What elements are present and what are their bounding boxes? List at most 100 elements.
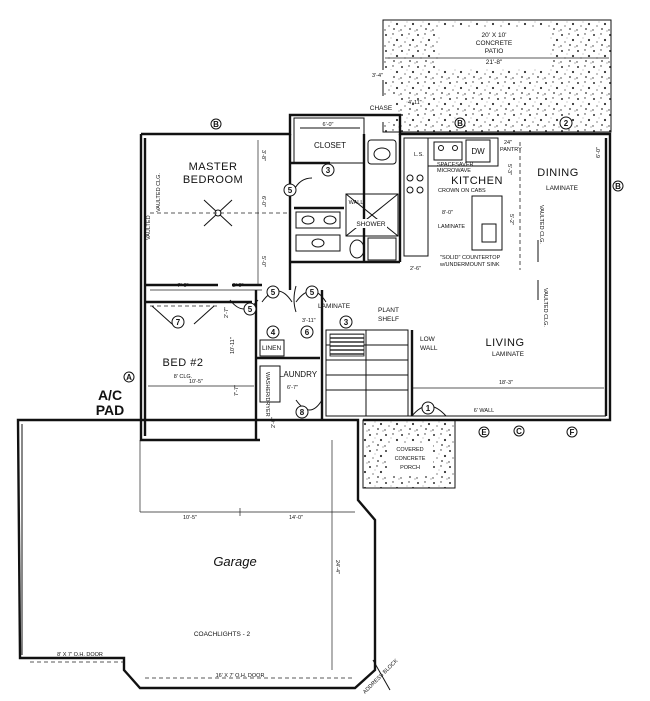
svg-text:2: 2 [564,119,569,128]
ac-label: A/C [98,387,122,403]
low-wall-label-2: WALL [420,345,438,352]
garage-dim-right: 14'-0" [289,515,303,521]
garage-dim-depth: 24'-4" [334,560,340,574]
chase-label: CHASE [370,105,393,112]
kitchen-dim-2: 5'-3" [506,164,512,175]
porch-label-2: CONCRETE [395,456,426,462]
tag-5-master: 5 [283,183,297,197]
stairs: PLANT SHELF LAMINATE 3'-11" [302,303,409,417]
dining-living: DINING LAMINATE VAULTED CLG. VAULTED CLG… [410,142,604,416]
porch-label-1: COVERED [396,447,423,453]
washer-label: WASHER/DRYER [264,372,270,417]
svg-text:8: 8 [300,408,305,417]
linen-dim: 10'-11" [230,337,236,354]
svg-text:C: C [516,427,522,436]
bed-2: BED #2 8' CLG. 10'-5" 7'-7" 2'-7" [145,290,258,440]
living-label-2: LAMINATE [492,351,525,358]
pad-label: PAD [96,402,125,418]
master-dim-1: 3'-8" [260,150,266,161]
svg-text:E: E [481,428,487,437]
tag-a-left: A [123,371,135,383]
svg-text:7: 7 [176,318,181,327]
svg-text:A: A [126,373,132,382]
master-dim-5: 2'-9" [233,283,244,289]
patio-size-label: 20' X 10' [482,32,507,39]
low-wall-label-1: LOW [420,336,436,343]
svg-text:3: 3 [344,318,349,327]
tag-2: 2 [559,116,573,130]
svg-text:1: 1 [426,404,431,413]
kitchen-dim-1: 8'-0" [442,210,453,216]
door-swings [229,177,447,417]
bed2-dim-depth: 7'-7" [234,385,240,396]
tag-b-top: B [210,118,222,130]
counter-label-1: "SOLID" COUNTERTOP [440,255,501,261]
closet-label: CLOSET [314,141,346,150]
patio: 20' X 10' CONCRETE PATIO 21'-8" 3'-4" CH… [366,19,612,133]
vaulted-left-1: VAULTED [146,215,152,240]
svg-text:B: B [615,182,621,191]
covered-porch: COVERED CONCRETE PORCH [362,419,456,489]
master-dim-4: 7'-0" [178,283,189,289]
master-dim-2: 6'-0" [260,196,266,207]
tag-7: 7 [171,315,185,329]
tag-5-hall-1: 5 [266,285,280,299]
tag-e-bottom: E [478,426,490,438]
svg-text:5: 5 [248,305,253,314]
svg-text:6: 6 [305,328,310,337]
linen-laundry: LINEN LAUNDRY WASHER/DRYER 6'-7" 2'-0" 1… [230,290,324,428]
shower-label: SHOWER [356,221,386,228]
garage-label: Garage [213,554,256,569]
kitchen-dim-3: 5'-2" [508,214,514,225]
tag-8: 8 [295,405,309,419]
chase-dim: 4'-11" [408,100,422,106]
svg-text:B: B [457,119,463,128]
six-foot-wall-label: 6' WALL [474,408,494,414]
svg-text:5: 5 [288,186,293,195]
spacesaver-label-1: SPACESAVER [437,162,474,168]
laundry-dim: 6'-7" [287,385,298,391]
kitchen-label: KITCHEN [451,175,503,187]
patio-width-dim: 21'-8" [486,59,503,66]
dining-dim: 6'-0" [596,147,602,158]
vaulted-right-1: VAULTED CLG. [538,205,544,244]
big-door-label: 16' X 7' O.H. DOOR [216,673,265,679]
dining-floor-label: LAMINATE [546,185,579,192]
small-door-label: 8' X 7' O.H. DOOR [57,652,103,658]
plant-shelf-hatch [329,333,365,357]
coachlights-label: COACHLIGHTS - 2 [194,631,251,638]
vaulted-left-2: VAULTED CLG. [156,173,162,212]
plant-label-2: SHELF [378,316,399,323]
patio-material-label: CONCRETE [476,40,513,47]
patio-depth-dim: 3'-4" [372,73,383,79]
plant-label-1: PLANT [378,307,399,314]
bed2-dim-small: 2'-7" [224,307,230,318]
laundry-label: LAUNDRY [279,370,318,379]
dining-label: DINING [537,167,579,179]
laundry-dim-2: 2'-0" [271,417,277,428]
pantry-label: PANTRY [500,147,522,153]
living-dim: 18'-3" [499,380,513,386]
tag-f-bottom: F [566,426,578,438]
tag-6: 6 [300,325,314,339]
tag-c-bottom: C [513,425,525,437]
bed2-dim-width: 10'-5" [189,379,203,385]
porch-label-3: PORCH [400,465,420,471]
svg-text:5: 5 [310,288,315,297]
master-label-1: MASTER [189,161,238,173]
garage-dim-left: 10'-5" [183,515,197,521]
ls-label: L.S. [414,152,424,158]
tag-b-right: B [612,180,624,192]
ac-pad: A/C PAD [96,387,125,418]
bed2-label: BED #2 [163,357,204,369]
master-label-2: BEDROOM [183,174,243,186]
hall-dim: 3'-11" [302,318,316,324]
bed2-ceiling-label: 8' CLG. [174,374,193,380]
wall-label: WALL [349,200,364,206]
linen-label: LINEN [262,345,281,352]
crown-label: CROWN ON CABS [438,188,486,194]
tag-1: 1 [421,401,435,415]
dw-label: DW [471,147,485,156]
tag-5-bed: 5 [243,302,257,316]
